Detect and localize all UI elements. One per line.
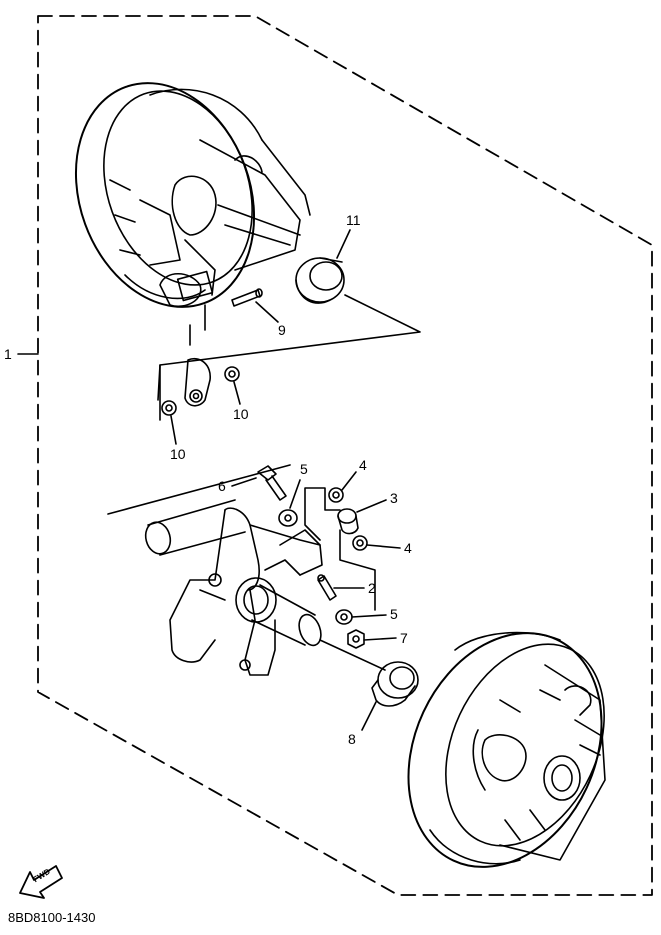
callout-8: 8: [348, 731, 356, 747]
callout-5-b: 5: [390, 606, 398, 622]
part-10b-leader: [170, 415, 177, 445]
part-10-bushing-a: [224, 366, 240, 382]
callout-9: 9: [278, 322, 286, 338]
callout-3: 3: [390, 490, 398, 506]
callout-7: 7: [400, 630, 408, 646]
movable-spider-shaft: [107, 464, 323, 676]
callout-10-b: 10: [170, 446, 186, 462]
part-11-seal: [295, 257, 345, 304]
part-7-leader: [363, 637, 397, 641]
catalog-code: 8BD8100-1430: [8, 910, 96, 925]
part-5-washer-upper: [278, 509, 298, 527]
callout-5-a: 5: [300, 461, 308, 477]
part-5b-leader: [351, 614, 387, 618]
callout-6: 6: [218, 478, 226, 494]
parts-3-4-bracket: [304, 487, 376, 611]
part-11-leader: [336, 229, 351, 259]
part-9-leader: [255, 301, 279, 323]
part-4-washer-upper: [328, 487, 344, 503]
callout-2: 2: [368, 580, 376, 596]
part-7-nut: [347, 629, 365, 649]
part-4b-leader: [366, 544, 401, 549]
part-9-pin: [231, 288, 263, 307]
movable-sheave: [407, 631, 606, 868]
part-3-roller: [337, 508, 359, 535]
part-4a-leader: [341, 471, 357, 491]
fwd-arrow-icon: [19, 865, 63, 899]
upper-link-lines: [159, 294, 421, 421]
part-10-bushing-b: [161, 400, 177, 416]
part-5a-leader: [289, 479, 301, 509]
lower-link-line: [319, 639, 386, 671]
callout-1: 1: [4, 346, 12, 362]
part-10-weight-left: [184, 358, 211, 407]
callout-4-a: 4: [359, 457, 367, 473]
part-10a-leader: [233, 381, 241, 405]
callout-4-b: 4: [404, 540, 412, 556]
part-6-leader: [231, 477, 257, 487]
callout-11: 11: [346, 212, 361, 228]
fixed-sheave-housing: [74, 82, 311, 308]
callout-10-a: 10: [233, 406, 249, 422]
part-8-bushing: [371, 661, 419, 707]
assembly-boundary: [37, 15, 653, 896]
part-3-leader: [356, 499, 387, 513]
part-6-bolt: [257, 465, 287, 501]
part-2-pin: [317, 574, 337, 601]
part-5-washer-lower: [335, 609, 353, 625]
part-4-washer-lower: [352, 535, 368, 551]
part-8-leader: [361, 701, 377, 731]
